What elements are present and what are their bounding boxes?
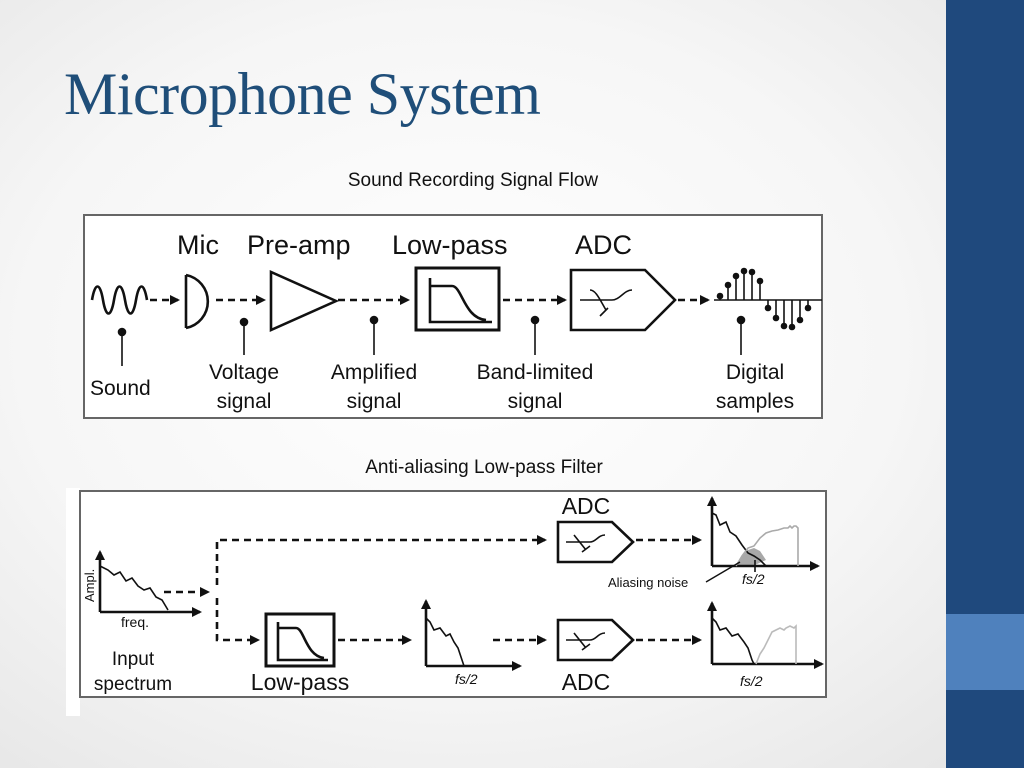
lower-adc-block [556, 618, 635, 662]
slide-title: Microphone System [64, 61, 541, 127]
label-voltage-line2: signal [217, 390, 272, 413]
aliasing-noise-pointer [705, 561, 741, 583]
stage-mic: Mic [177, 230, 219, 260]
upper-adc-label: ADC [562, 493, 611, 519]
label-voltage-line1: Voltage [209, 361, 279, 384]
arrow-lower-path [215, 598, 260, 645]
label-sound: Sound [90, 377, 151, 400]
arrow-upper-path [215, 535, 547, 585]
sidebar-accent-block [946, 614, 1024, 690]
anti-aliasing-diagram: Ampl. freq. Input spectrum ADC Aliasing … [66, 488, 827, 716]
lower-adc-label: ADC [562, 669, 611, 695]
freq-axis-label: freq. [121, 614, 149, 630]
label-bandlimited-line1: Band-limited [477, 361, 594, 384]
adc-switch-icon [580, 289, 633, 317]
input-label-line1: Input [112, 649, 155, 670]
stage-preamp: Pre-amp [247, 230, 351, 260]
aliasing-noise-label: Aliasing noise [608, 575, 688, 590]
bottom-frame-white-margin [66, 488, 80, 716]
sound-wave-icon [90, 285, 149, 315]
lower-adc-switch-icon [566, 632, 606, 651]
lowpass-curve-icon [428, 278, 492, 324]
label-digital-line1: Digital [726, 361, 784, 384]
caption-anti-aliasing: Anti-aliasing Low-pass Filter [365, 457, 603, 478]
lower-lowpass-label: Low-pass [251, 669, 349, 695]
adc-block [569, 268, 677, 332]
upper-adc-switch-icon [566, 534, 606, 553]
label-digital-line2: samples [716, 390, 794, 413]
stage-adc: ADC [575, 230, 632, 260]
clean-output-spectrum-plot [707, 601, 824, 669]
input-label-line2: spectrum [94, 674, 172, 695]
fs-half-middle: fs/2 [455, 671, 478, 687]
fs-half-upper: fs/2 [742, 571, 765, 587]
signal-flow-diagram: Mic Pre-amp Low-pass ADC [83, 214, 823, 419]
aliased-spectrum-plot [707, 496, 820, 572]
upper-adc-block [556, 520, 635, 564]
label-amplified-line2: signal [347, 390, 402, 413]
label-bandlimited-line2: signal [508, 390, 563, 413]
preamp-triangle-icon [269, 269, 340, 333]
input-spectrum-plot [95, 550, 202, 617]
label-amplified-line1: Amplified [331, 361, 417, 384]
stage-lowpass: Low-pass [392, 230, 508, 260]
band-limited-spectrum-plot [421, 599, 522, 671]
digital-samples-icon [714, 267, 822, 331]
ampl-axis-label: Ampl. [82, 569, 97, 602]
caption-signal-flow: Sound Recording Signal Flow [347, 170, 599, 191]
microphone-icon [184, 273, 210, 330]
label-pointers [117, 315, 746, 366]
fs-half-lower: fs/2 [740, 673, 763, 689]
lower-lowpass-curve-icon [276, 622, 328, 662]
